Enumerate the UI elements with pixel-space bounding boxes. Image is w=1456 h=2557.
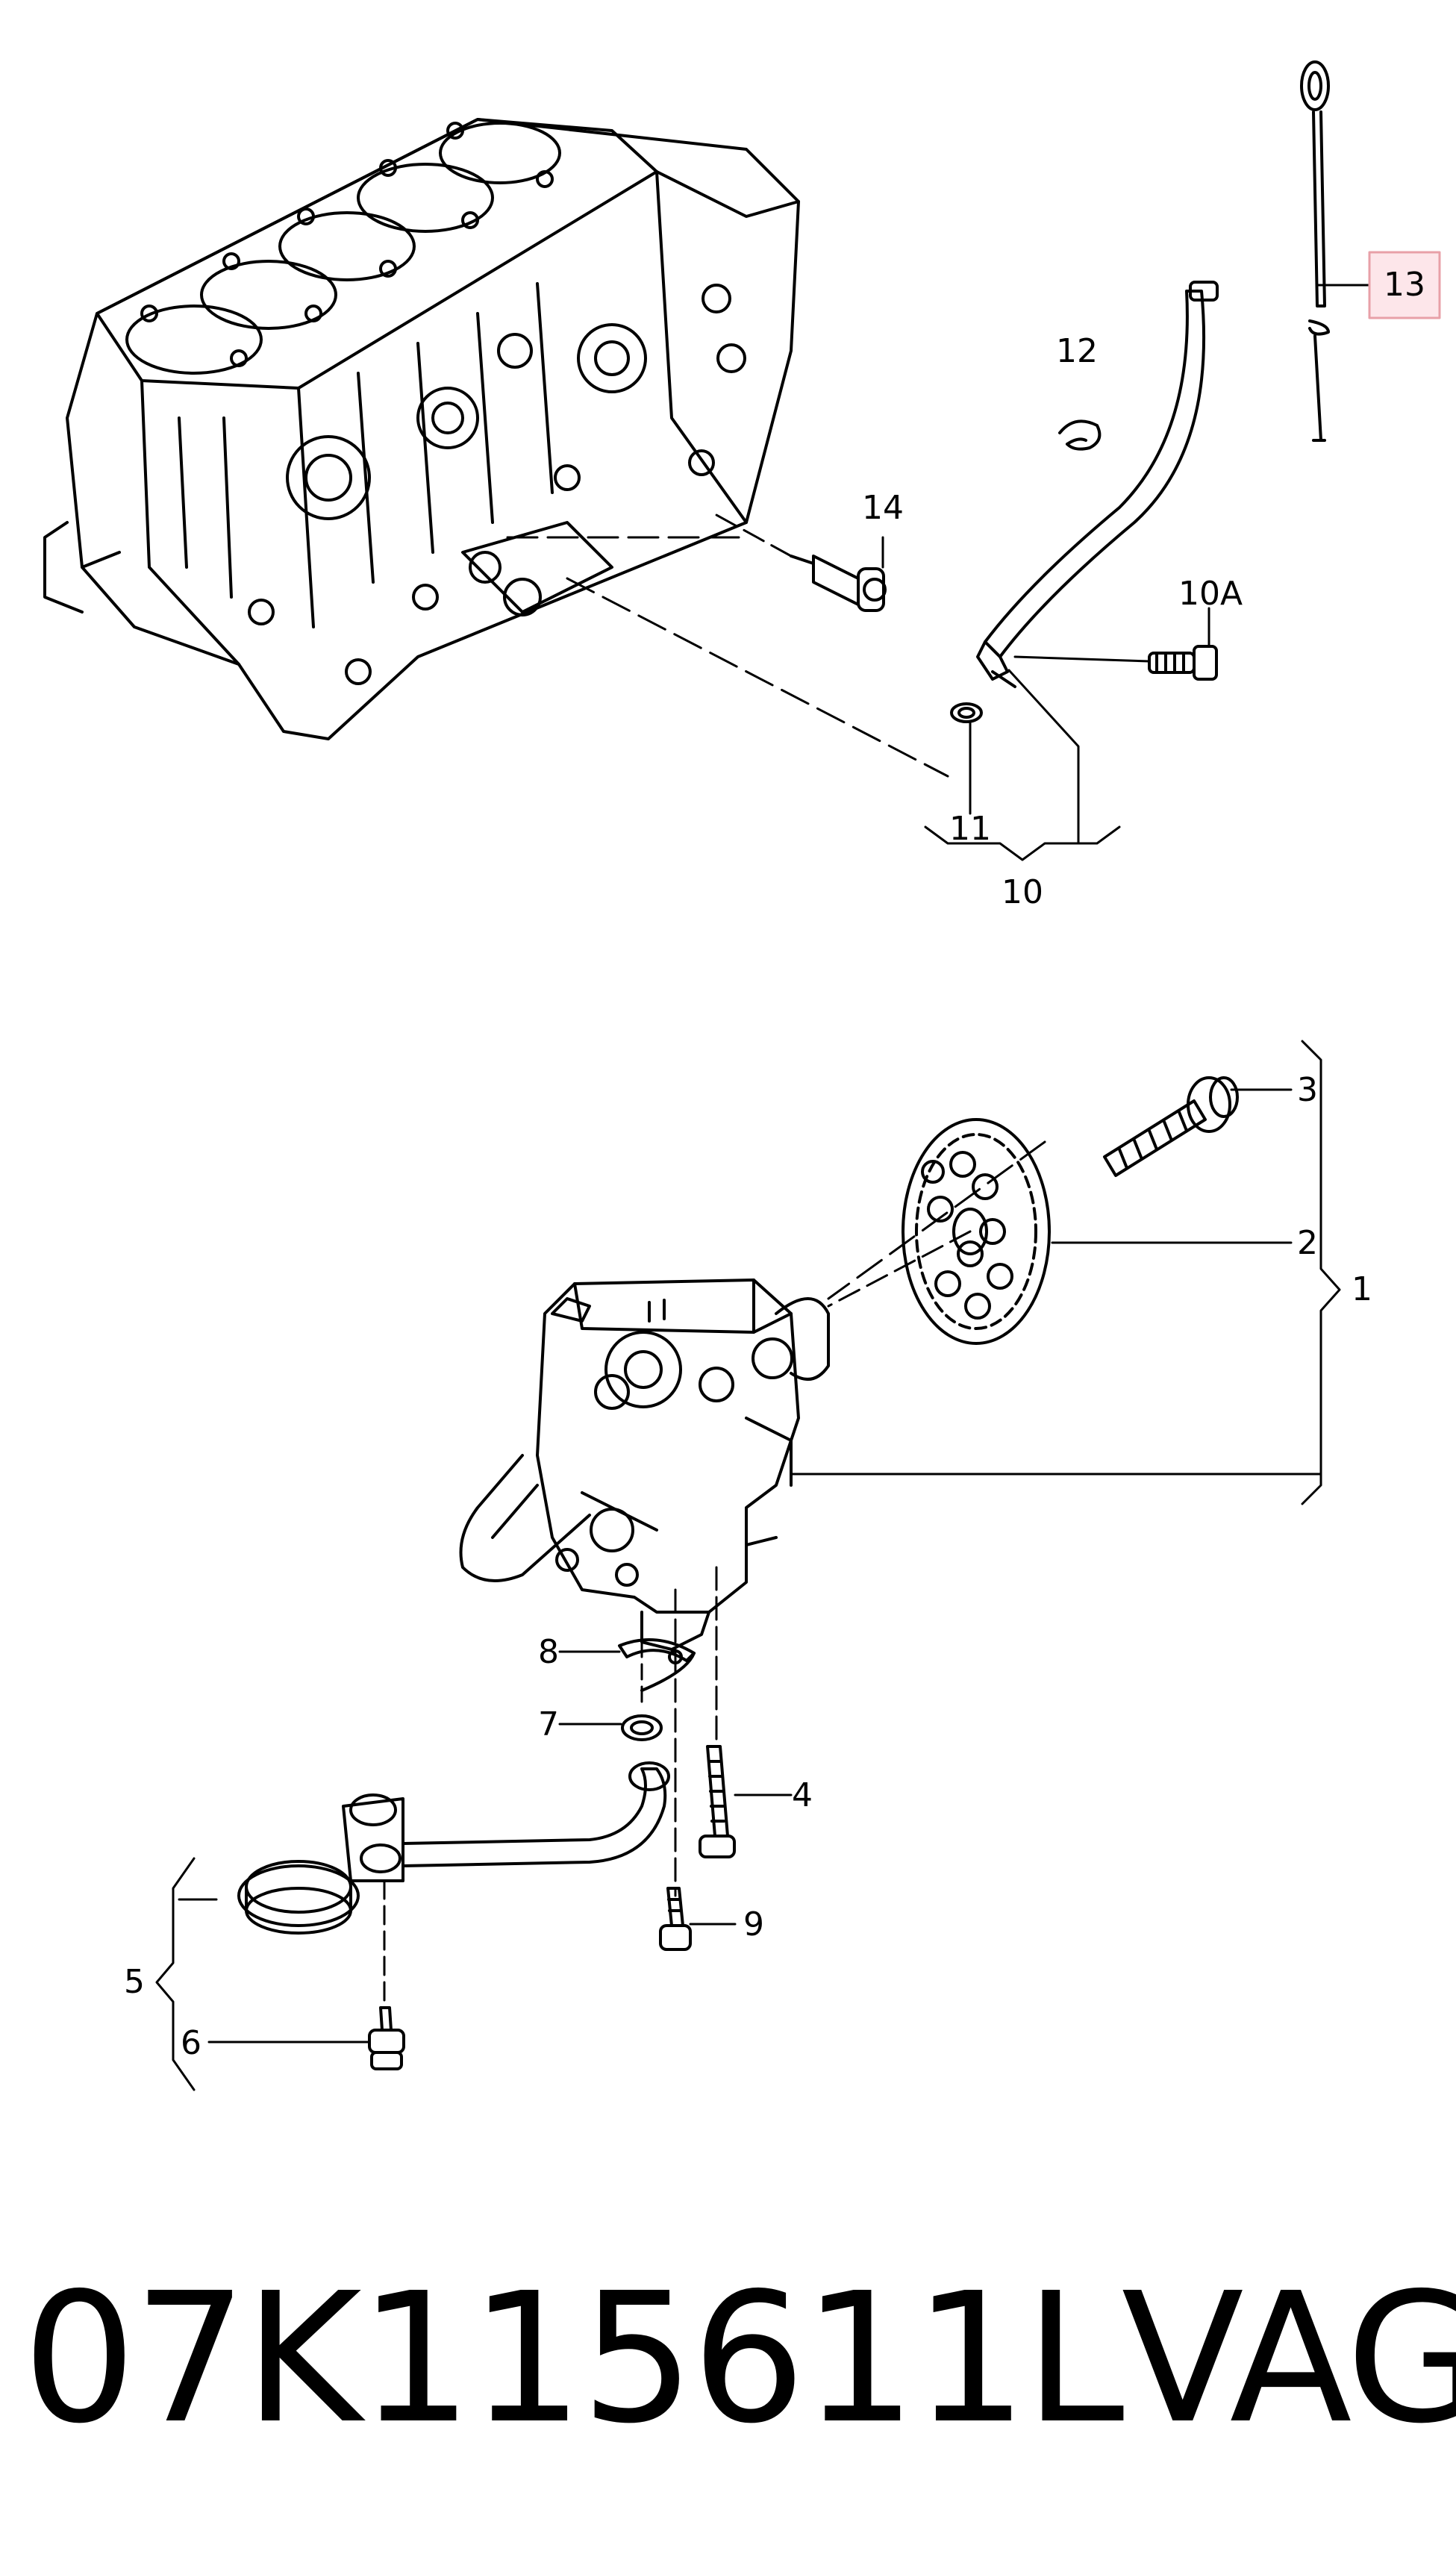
callout-13: 13 (1384, 266, 1425, 304)
oring-11 (950, 702, 983, 723)
footer-part-info: 07K115611L VAG (22, 2239, 1456, 2478)
highlight-box-13 (1368, 251, 1441, 319)
bolt-3 (1103, 1076, 1239, 1177)
brand-name: VAG (1121, 2254, 1456, 2463)
chain-sprocket (902, 1118, 1051, 1345)
part-number: 07K115611L (22, 2254, 1125, 2463)
bolt-10a (1148, 645, 1218, 681)
callout-11: 11 (949, 810, 991, 848)
engine-block (43, 118, 800, 740)
sender-14 (790, 555, 887, 612)
callout-10a: 10A (1178, 575, 1243, 613)
top-leader-lines (506, 284, 1371, 861)
callout-12: 12 (1056, 332, 1098, 370)
callout-1: 1 (1352, 1270, 1372, 1308)
washer-8 (618, 1638, 696, 1692)
callout-7: 7 (538, 1705, 559, 1743)
dipstick-guide-tube (976, 281, 1219, 688)
callout-8: 8 (538, 1633, 559, 1671)
bolt-9 (659, 1887, 692, 1951)
oil-pump (459, 1278, 830, 1651)
oring-7 (621, 1714, 663, 1741)
oil-dipstick (1300, 60, 1330, 442)
callout-14: 14 (862, 489, 904, 527)
bolt-6 (368, 2006, 405, 2070)
callout-5: 5 (124, 1963, 145, 2001)
clip-12 (1058, 419, 1102, 451)
callout-6: 6 (181, 2024, 201, 2062)
callout-10: 10 (1002, 873, 1043, 911)
callout-2: 2 (1297, 1224, 1318, 1262)
lower-leader-lines (155, 1040, 1341, 2091)
callout-4: 4 (792, 1776, 813, 1814)
callout-9: 9 (743, 1905, 764, 1943)
bolt-4 (699, 1745, 736, 1858)
callout-3: 3 (1297, 1071, 1318, 1109)
oil-pickup-pipe (237, 1761, 670, 1935)
